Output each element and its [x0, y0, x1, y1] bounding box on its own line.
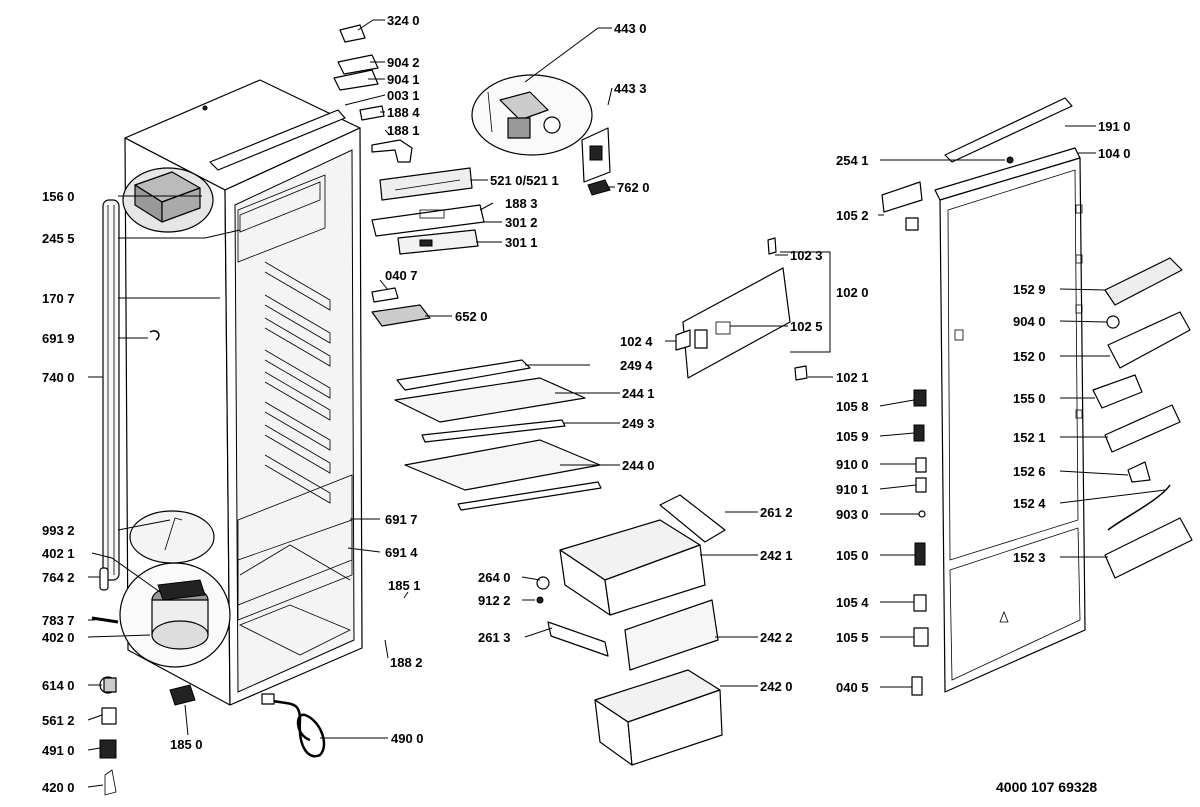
label-188-3: 188 3 [505, 196, 538, 211]
label-040-5: 040 5 [836, 680, 869, 695]
label-490-0: 490 0 [391, 731, 424, 746]
part-labels: 324 0 904 2 904 1 003 1 188 4 188 1 521 … [42, 13, 1131, 795]
label-912-2: 912 2 [478, 593, 511, 608]
label-443-3: 443 3 [614, 81, 647, 96]
label-691-4: 691 4 [385, 545, 418, 560]
label-910-1: 910 1 [836, 482, 869, 497]
label-170-7: 170 7 [42, 291, 75, 306]
label-904-2: 904 2 [387, 55, 420, 70]
label-102-5: 102 5 [790, 319, 823, 334]
label-264-0: 264 0 [478, 570, 511, 585]
label-691-7: 691 7 [385, 512, 418, 527]
label-152-9: 152 9 [1013, 282, 1046, 297]
label-903-0: 903 0 [836, 507, 869, 522]
label-301-2: 301 2 [505, 215, 538, 230]
label-188-2: 188 2 [390, 655, 423, 670]
label-402-0: 402 0 [42, 630, 75, 645]
label-245-5: 245 5 [42, 231, 75, 246]
label-261-3: 261 3 [478, 630, 511, 645]
power-cord-490-0 [261, 693, 326, 758]
label-155-0: 155 0 [1013, 391, 1046, 406]
label-105-5: 105 5 [836, 630, 869, 645]
label-521-0: 521 0/521 1 [490, 173, 559, 188]
compressor-402-0 [119, 562, 231, 668]
label-904-1: 904 1 [387, 72, 420, 87]
label-261-2: 261 2 [760, 505, 793, 520]
label-188-4: 188 4 [387, 105, 420, 120]
light-cover-443-3 [581, 127, 611, 183]
label-152-6: 152 6 [1013, 464, 1046, 479]
ice-tray-156-0 [122, 167, 214, 233]
label-301-1: 301 1 [505, 235, 538, 250]
label-040-7: 040 7 [385, 268, 418, 283]
label-105-9: 105 9 [836, 429, 869, 444]
shelf-rails [264, 261, 331, 504]
label-764-2: 764 2 [42, 570, 75, 585]
label-691-9: 691 9 [42, 331, 75, 346]
label-904-0: 904 0 [1013, 314, 1046, 329]
label-324-0: 324 0 [387, 13, 420, 28]
label-102-1: 102 1 [836, 370, 869, 385]
label-242-2: 242 2 [760, 630, 793, 645]
refrigerator-door [934, 97, 1086, 693]
label-652-0: 652 0 [455, 309, 488, 324]
label-443-0: 443 0 [614, 21, 647, 36]
thermostat-zoom-993-2 [129, 510, 215, 564]
cabinet-body [124, 79, 363, 706]
label-185-0: 185 0 [170, 737, 203, 752]
label-188-1: 188 1 [387, 123, 420, 138]
label-242-1: 242 1 [760, 548, 793, 563]
diagram-code: 4000 107 69328 [996, 779, 1097, 795]
small-left-parts [91, 330, 196, 796]
label-402-1: 402 1 [42, 546, 75, 561]
label-152-0: 152 0 [1013, 349, 1046, 364]
label-762-0: 762 0 [617, 180, 650, 195]
condenser-tube [102, 199, 120, 581]
label-740-0: 740 0 [42, 370, 75, 385]
label-420-0: 420 0 [42, 780, 75, 795]
label-910-0: 910 0 [836, 457, 869, 472]
label-105-2: 105 2 [836, 208, 869, 223]
label-152-4: 152 4 [1013, 496, 1046, 511]
label-102-4: 102 4 [620, 334, 653, 349]
part-762-0 [587, 179, 611, 196]
label-242-0: 242 0 [760, 679, 793, 694]
label-102-0: 102 0 [836, 285, 869, 300]
label-102-3: 102 3 [790, 248, 823, 263]
label-254-1: 254 1 [836, 153, 869, 168]
label-614-0: 614 0 [42, 678, 75, 693]
label-993-2: 993 2 [42, 523, 75, 538]
label-191-0: 191 0 [1098, 119, 1131, 134]
glass-shelves [394, 359, 602, 511]
label-152-1: 152 1 [1013, 430, 1046, 445]
label-491-0: 491 0 [42, 743, 75, 758]
dairy-flap-102 [675, 237, 831, 381]
label-249-3: 249 3 [622, 416, 655, 431]
label-152-3: 152 3 [1013, 550, 1046, 565]
label-185-1: 185 1 [388, 578, 421, 593]
label-244-1: 244 1 [622, 386, 655, 401]
label-249-4: 249 4 [620, 358, 653, 373]
label-783-7: 783 7 [42, 613, 75, 628]
label-561-2: 561 2 [42, 713, 75, 728]
label-003-1: 003 1 [387, 88, 420, 103]
label-105-8: 105 8 [836, 399, 869, 414]
light-unit-443-0 [471, 74, 593, 156]
label-105-4: 105 4 [836, 595, 869, 610]
label-244-0: 244 0 [622, 458, 655, 473]
label-156-0: 156 0 [42, 189, 75, 204]
crisper-drawers [536, 494, 726, 766]
door-accessories [881, 156, 1193, 696]
label-105-0: 105 0 [836, 548, 869, 563]
leader-lines [87, 19, 1166, 788]
label-104-0: 104 0 [1098, 146, 1131, 161]
top-center-parts [333, 24, 485, 327]
